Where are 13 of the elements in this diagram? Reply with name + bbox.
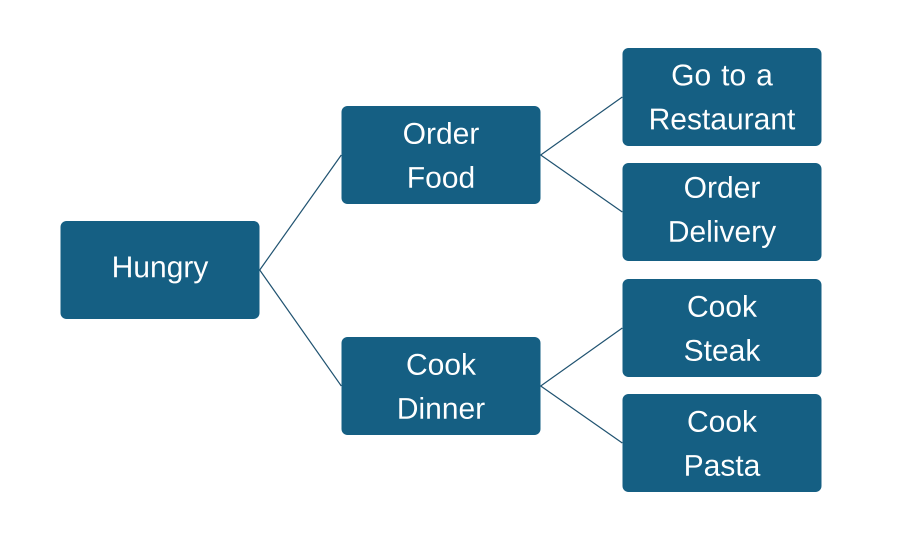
process-box: Cook Steak <box>622 279 822 377</box>
process-box: Hungry <box>60 221 260 319</box>
process-box: Cook Dinner <box>342 336 540 435</box>
process-box: Cook Pasta <box>622 394 822 492</box>
process-box: Go to a Restaurant <box>622 48 822 146</box>
connector-line <box>259 270 342 386</box>
connector-line <box>540 386 623 444</box>
connector-line <box>259 154 342 270</box>
process-box: Order Delivery <box>622 163 822 261</box>
connector-line <box>540 96 623 156</box>
connector-line <box>540 154 623 212</box>
connector-line <box>540 328 623 386</box>
process-box: Order Food <box>342 106 540 204</box>
